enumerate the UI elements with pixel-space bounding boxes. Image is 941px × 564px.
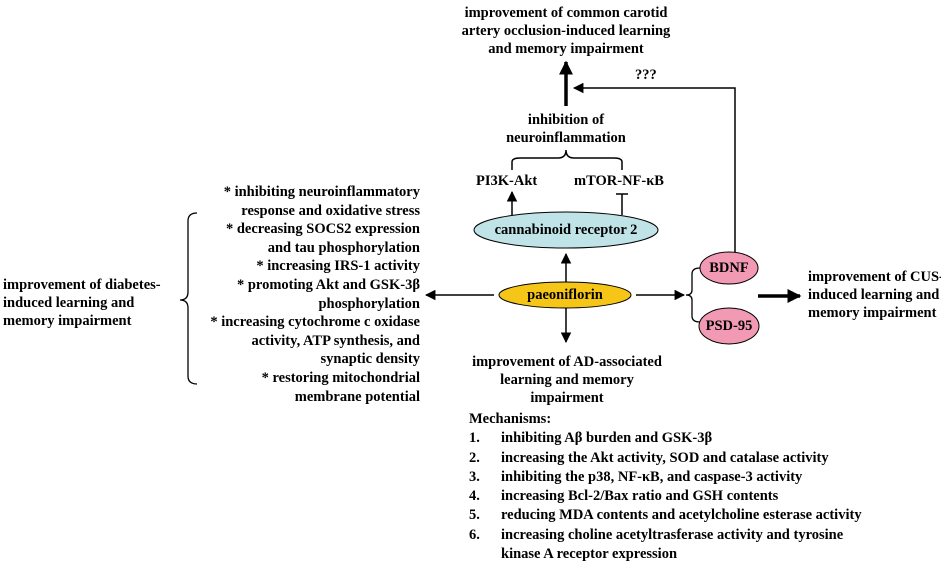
left-outcome-line: induced learning and (3, 295, 135, 311)
right-outcome-line: memory impairment (808, 305, 937, 321)
pathway-bracket (511, 149, 623, 170)
mechanism-item: 2.increasing the Akt activity, SOD and c… (469, 449, 829, 466)
left-mechanism-line: * decreasing SOCS2 expression (225, 221, 420, 238)
top-outcome-line: and memory impairment (488, 41, 644, 57)
left-outcome-text: improvement of diabetes- induced learnin… (3, 276, 161, 330)
right-outcome-line: improvement of CUS- (808, 269, 941, 285)
ad-outcome-line: improvement of AD-associated (472, 354, 662, 370)
left-mechanism-line: * restoring mitochondrial (261, 369, 420, 386)
psd95-node-shape (698, 307, 760, 345)
ad-outcome-line: impairment (530, 390, 604, 406)
inhibition-label: inhibition of neuroinflammation (486, 111, 646, 147)
right-outcome-line: induced learning and (808, 287, 940, 303)
mechanism-item: 5.reducing MDA contents and acetylcholin… (469, 507, 862, 524)
mechanism-item: 1.inhibiting Aβ burden and GSK-3β (469, 430, 713, 447)
left-mechanism-line: membrane potential (294, 388, 420, 405)
receptor-node-shape (473, 211, 659, 249)
paeoniflorin-label: paeoniflorin (527, 287, 603, 303)
arrow-bdnf-to-top (572, 82, 736, 253)
left-outcome-line: improvement of diabetes- (3, 277, 161, 293)
left-mechanism-line: * promoting Akt and GSK-3β (236, 276, 420, 293)
left-mechanism-line: response and oxidative stress (241, 202, 420, 219)
left-mechanism-line: activity, ATP synthesis, and (251, 332, 420, 349)
pi3k-akt-label: PI3K-Akt (476, 173, 538, 189)
inhibition-line: inhibition of (527, 112, 605, 128)
left-mechanism-line: * increasing IRS-1 activity (256, 258, 420, 275)
left-mechanisms-list: * inhibiting neuroinflammatory response … (196, 183, 420, 406)
inhibition-line: neuroinflammation (506, 130, 626, 146)
left-mechanism-line: phosphorylation (318, 295, 420, 312)
mechanisms-block: Mechanisms: 1.inhibiting Aβ burden and G… (469, 410, 862, 564)
psd95-label: PSD-95 (705, 318, 753, 334)
mechanism-item: kinase A receptor expression (501, 546, 678, 563)
mtor-nfkb-label: mTOR-NF-κB (574, 173, 664, 189)
right-outcome-text: improvement of CUS- induced learning and… (808, 268, 941, 322)
paeoniflorin-node-shape (498, 281, 632, 309)
bdnf-node-shape (699, 251, 759, 285)
mechanism-item: 4.increasing Bcl-2/Bax ratio and GSH con… (469, 488, 779, 505)
unknown-mechanism-label: ??? (635, 67, 657, 83)
mechanism-item: 6.increasing choline acetyltrasferase ac… (469, 526, 844, 543)
left-mechanism-line: * inhibiting neuroinflammatory (223, 184, 420, 200)
bdnf-label: BDNF (709, 260, 749, 276)
right-brace (685, 267, 701, 323)
mechanism-item: 3.inhibiting the p38, NF-κB, and caspase… (469, 468, 803, 485)
left-brace (179, 212, 198, 385)
receptor-label: cannabinoid receptor 2 (494, 222, 638, 238)
top-outcome-text: improvement of common carotid artery occ… (446, 4, 686, 58)
top-outcome-line: improvement of common carotid (464, 5, 668, 21)
ad-outcome-line: learning and memory (500, 372, 634, 388)
mechanisms-title: Mechanisms: (469, 411, 552, 427)
left-mechanism-line: and tau phosphorylation (267, 239, 420, 256)
left-mechanism-line: * increasing cytochrome c oxidase (210, 314, 420, 331)
ad-outcome-text: improvement of AD-associated learning an… (456, 353, 678, 407)
left-outcome-line: memory impairment (3, 313, 132, 329)
top-outcome-line: artery occlusion-induced learning (461, 23, 671, 39)
left-mechanism-line: synaptic density (320, 351, 420, 368)
